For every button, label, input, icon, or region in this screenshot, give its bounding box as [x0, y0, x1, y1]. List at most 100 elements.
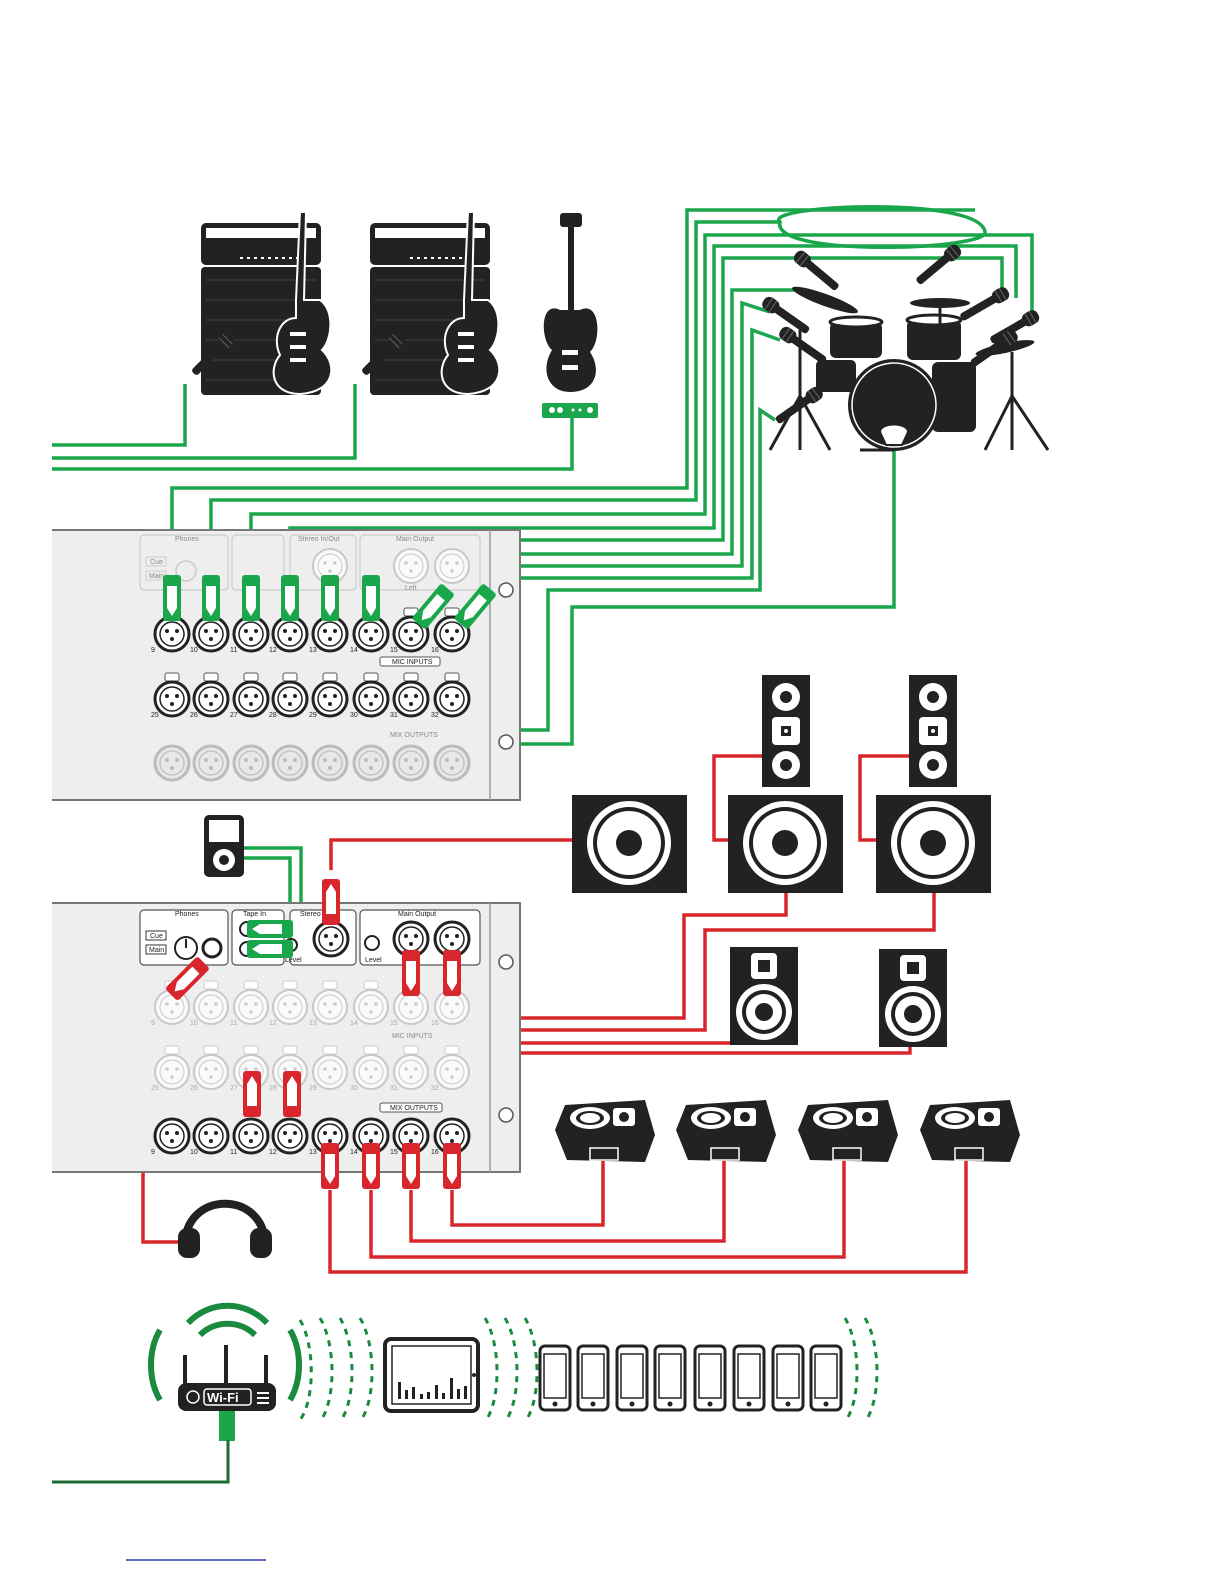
channel-number: 32	[431, 712, 439, 719]
xlr-jack	[354, 990, 388, 1024]
channel-number: 14	[350, 1149, 358, 1156]
stage-monitor-icon	[798, 1100, 898, 1162]
xlr-jack	[273, 682, 307, 716]
channel-number: 14	[350, 647, 358, 654]
xlr-plug	[242, 575, 260, 621]
channel-number: 16	[431, 1149, 439, 1156]
bass-guitar-icon	[544, 213, 598, 392]
xlr-jack	[394, 549, 428, 583]
jack-tag	[404, 673, 418, 681]
subwoofer-icon	[728, 795, 843, 893]
jack-tag	[204, 981, 218, 989]
rack-top-mix-outputs-label: MIX OUTPUTS	[390, 732, 438, 739]
wifi-router-icon: Wi-Fi	[151, 1306, 299, 1441]
xlr-jack	[435, 746, 469, 780]
jack-tag	[244, 981, 258, 989]
channel-number: 11	[230, 1149, 237, 1156]
phone-icon	[655, 1346, 685, 1410]
rack-top-main-label: Main	[149, 573, 164, 580]
xlr-jack	[194, 1119, 228, 1153]
channel-number: 27	[230, 1085, 238, 1092]
channel-number: 29	[309, 1085, 317, 1092]
xlr-jack	[234, 1119, 268, 1153]
phone-icon	[773, 1346, 803, 1410]
xlr-jack	[194, 746, 228, 780]
phone-icon	[811, 1346, 841, 1410]
di-box-icon	[542, 403, 598, 418]
xlr-jack	[194, 682, 228, 716]
phone-row	[540, 1346, 841, 1410]
channel-number: 15	[390, 1149, 398, 1156]
tape-in-plug	[247, 940, 293, 958]
speaker-icon	[762, 675, 810, 787]
cable-mix-13-wedge-4	[330, 1160, 966, 1272]
cable-guitar-amp-1	[52, 384, 185, 445]
tablet-icon	[385, 1339, 478, 1411]
xlr-plug	[402, 950, 420, 996]
xlr-plug	[362, 575, 380, 621]
xlr-plug	[443, 1143, 461, 1189]
rack-top-stereo-label: Stereo In/Out	[298, 536, 340, 543]
xlr-jack	[313, 990, 347, 1024]
jack-tag	[244, 1046, 258, 1054]
speaker-icon	[879, 949, 947, 1047]
phone-icon	[540, 1346, 570, 1410]
xlr-jack	[234, 617, 268, 651]
network-cable	[52, 1440, 228, 1482]
speaker-icon	[730, 947, 798, 1045]
cable-overhead-loop	[779, 207, 985, 248]
xlr-plug	[321, 575, 339, 621]
phone-icon	[578, 1346, 608, 1410]
phone-icon	[617, 1346, 647, 1410]
mixer-rack-top: Phones Cue Main Stereo In/Out Main Outpu…	[52, 530, 520, 800]
rack-top-phones-label: Phones	[175, 536, 199, 543]
xlr-plug	[281, 575, 299, 621]
jack-tag	[283, 981, 297, 989]
jack-tag	[445, 673, 459, 681]
jack-tag	[364, 673, 378, 681]
xlr-jack	[394, 682, 428, 716]
xlr-plug	[321, 1143, 339, 1189]
channel-number: 13	[309, 1020, 317, 1027]
stage-monitor-icon	[555, 1100, 655, 1162]
xlr-jack	[234, 746, 268, 780]
xlr-plug	[443, 950, 461, 996]
xlr-jack	[194, 990, 228, 1024]
stage-monitor-icon	[920, 1100, 1020, 1162]
xlr-jack	[234, 990, 268, 1024]
jack-tag	[165, 1046, 179, 1054]
xlr-jack	[435, 549, 469, 583]
rack-top-cue-label: Cue	[150, 559, 163, 566]
channel-number: 16	[431, 1020, 439, 1027]
rack-top-left-label: Left	[405, 585, 417, 592]
rack-bottom-main-label: Main	[149, 947, 164, 954]
xlr-jack	[354, 682, 388, 716]
xlr-jack	[313, 1055, 347, 1089]
channel-number: 11	[230, 647, 237, 654]
channel-number: 13	[309, 647, 317, 654]
xlr-jack	[313, 746, 347, 780]
rack-bottom-mix-outputs-label: MIX OUTPUTS	[390, 1105, 438, 1112]
xlr-jack	[155, 1055, 189, 1089]
channel-number: 9	[151, 1020, 155, 1027]
xlr-jack	[435, 682, 469, 716]
rack-bottom-main-output-label: Main Output	[398, 911, 436, 918]
xlr-jack	[234, 682, 268, 716]
subwoofer-icon	[876, 795, 991, 893]
xlr-jack	[313, 617, 347, 651]
jack-tag	[204, 1046, 218, 1054]
channel-number: 14	[350, 1020, 358, 1027]
mp3-player-icon	[204, 815, 244, 877]
cable-stereo-out-subwoofer	[331, 840, 572, 870]
router-label: Wi-Fi	[207, 1390, 239, 1405]
xlr-plug	[202, 575, 220, 621]
rack-bottom-level-label: Level	[285, 957, 302, 964]
channel-number: 31	[390, 712, 398, 719]
xlr-jack	[273, 617, 307, 651]
xlr-jack	[194, 617, 228, 651]
xlr-jack	[273, 990, 307, 1024]
channel-number: 11	[230, 1020, 237, 1027]
channel-number: 9	[151, 1149, 155, 1156]
xlr-jack	[394, 746, 428, 780]
channel-number: 10	[190, 647, 198, 654]
